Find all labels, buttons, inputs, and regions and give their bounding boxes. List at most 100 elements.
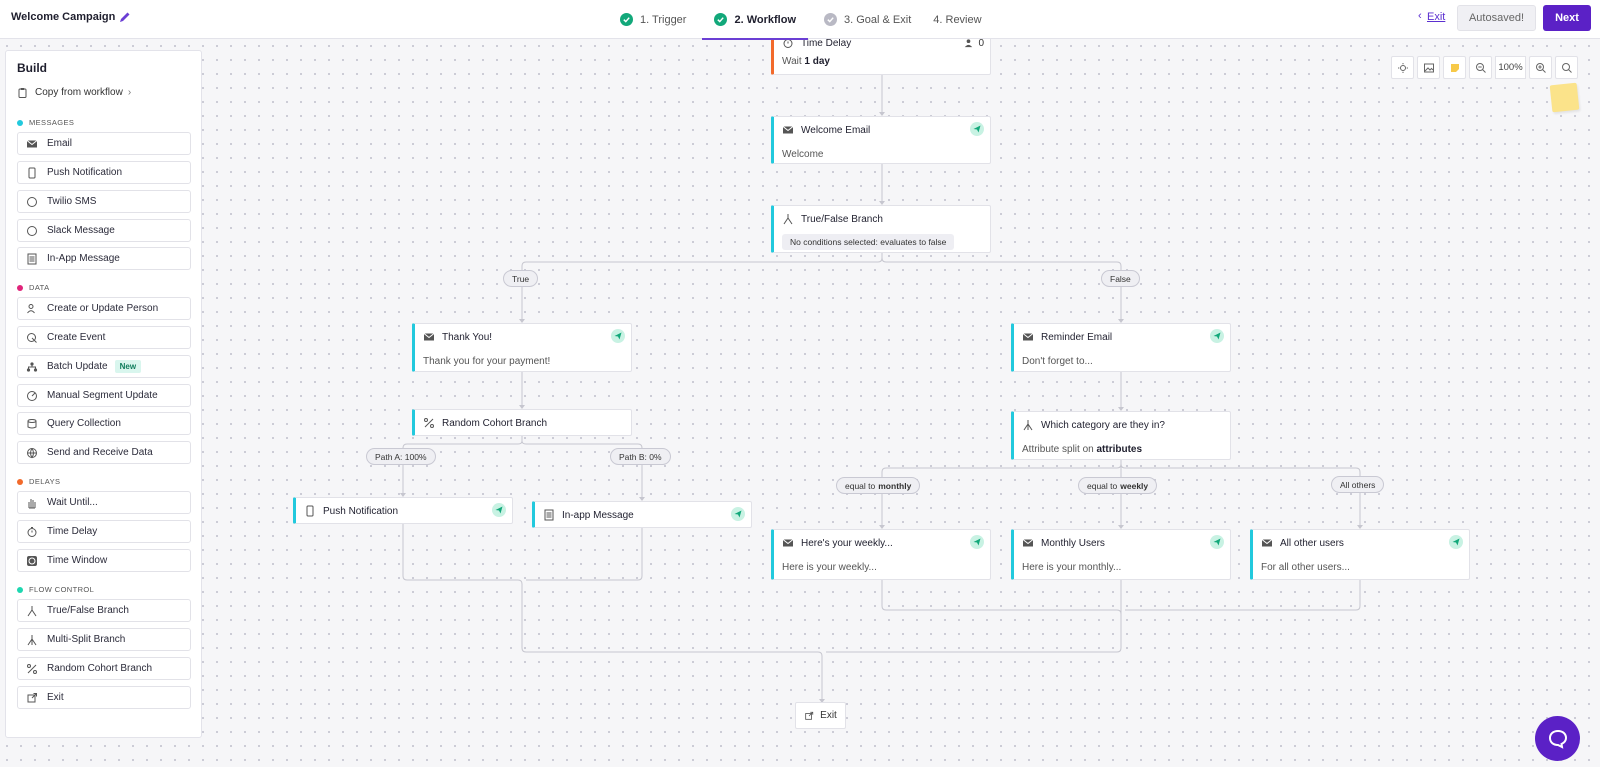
sidebar-item-delay[interactable]: Time Delay	[17, 520, 191, 543]
sidebar-item-label: Multi-Split Branch	[47, 634, 126, 645]
section-delays: DELAYS	[17, 477, 60, 486]
sticky-note[interactable]	[1549, 82, 1580, 113]
exit-link[interactable]: Exit	[1427, 11, 1446, 23]
chat-support-button[interactable]	[1535, 716, 1580, 761]
step-trigger[interactable]: 1. Trigger	[620, 0, 686, 39]
envelope-icon	[423, 331, 435, 343]
welcome-email-node[interactable]: Welcome Email Welcome	[771, 116, 991, 164]
all-other-users-email-node[interactable]: All other users For all other users...	[1250, 529, 1470, 580]
image-icon	[1423, 62, 1435, 74]
sidebar-item-label: Send and Receive Data	[47, 447, 153, 458]
path-b-label[interactable]: Path B: 0%	[610, 448, 671, 465]
campaign-title: Welcome Campaign	[11, 11, 116, 23]
node-title: Monthly Users	[1041, 537, 1105, 549]
in-app-message-node[interactable]: In-app Message	[532, 501, 752, 528]
section-data: DATA	[17, 283, 50, 292]
thank-you-email-node[interactable]: Thank You! Thank you for your payment!	[412, 323, 632, 372]
pencil-icon[interactable]	[118, 10, 132, 24]
envelope-icon	[1022, 537, 1034, 549]
sidebar-item-batch[interactable]: Batch Update New	[17, 355, 191, 378]
workflow-steps: 1. Trigger 2. Workflow 3. Goal & Exit 4.…	[620, 0, 982, 40]
sidebar-item-wait[interactable]: Wait Until...	[17, 491, 191, 514]
copy-from-workflow-link[interactable]: Copy from workflow ›	[17, 87, 131, 98]
node-title: Random Cohort Branch	[442, 417, 548, 429]
sidebar-item-slack[interactable]: Slack Message	[17, 219, 191, 242]
node-title: Time Delay	[801, 37, 852, 49]
sidebar-item-truefalse[interactable]: True/False Branch	[17, 599, 191, 622]
inapp-message-icon	[26, 253, 38, 265]
sticky-note-button[interactable]	[1443, 56, 1466, 79]
count-value: 0	[978, 38, 984, 49]
chat-bubble-icon	[26, 225, 38, 237]
sidebar-item-cohort[interactable]: Random Cohort Branch	[17, 657, 191, 680]
sidebar-item-event[interactable]: Create Event	[17, 326, 191, 349]
monthly-users-email-node[interactable]: Monthly Users Here is your monthly...	[1011, 529, 1231, 580]
section-label: DATA	[29, 283, 50, 292]
new-badge: New	[114, 360, 142, 373]
send-icon	[492, 503, 506, 517]
hierarchy-icon	[26, 361, 38, 373]
step-review[interactable]: 4. Review	[933, 0, 981, 39]
sidebar-item-label: Manual Segment Update	[47, 390, 158, 401]
random-cohort-branch-node[interactable]: Random Cohort Branch	[412, 409, 632, 436]
exit-node[interactable]: Exit	[795, 702, 846, 729]
node-subtitle: Here is your monthly...	[1022, 562, 1122, 573]
image-button[interactable]	[1417, 56, 1440, 79]
top-bar: Welcome Campaign 1. Trigger 2. Workflow …	[0, 0, 1600, 40]
zoom-level: 100%	[1495, 56, 1526, 79]
sidebar-item-person[interactable]: Create or Update Person	[17, 297, 191, 320]
autosaved-button[interactable]: Autosaved!	[1457, 5, 1536, 31]
sidebar-item-window[interactable]: Time Window	[17, 549, 191, 572]
phone-icon	[304, 505, 316, 517]
sidebar-item-label: Time Delay	[47, 526, 98, 537]
envelope-icon	[1022, 331, 1034, 343]
check-icon	[714, 13, 728, 26]
zoom-in-button[interactable]	[1529, 56, 1552, 79]
sidebar-item-twilio[interactable]: Twilio SMS	[17, 190, 191, 213]
lightbulb-button[interactable]	[1391, 56, 1414, 79]
sidebar-item-email[interactable]: Email	[17, 132, 191, 155]
node-title: Here's your weekly...	[801, 537, 893, 549]
sidebar-item-inapp[interactable]: In-App Message	[17, 247, 191, 270]
sidebar-item-send-receive[interactable]: Send and Receive Data	[17, 441, 191, 464]
multi-branch-icon	[26, 634, 38, 646]
branch-icon	[26, 605, 38, 617]
multi-split-branch-node[interactable]: Which category are they in? Attribute sp…	[1011, 411, 1231, 460]
step-workflow[interactable]: 2. Workflow	[702, 0, 808, 40]
zoom-out-button[interactable]	[1469, 56, 1492, 79]
true-false-branch-node[interactable]: True/False Branch No conditions selected…	[771, 205, 991, 253]
search-button[interactable]	[1555, 56, 1578, 79]
chat-bubble-icon	[26, 196, 38, 208]
chevron-left-icon: ‹	[1418, 10, 1422, 22]
section-flow-control: FLOW CONTROL	[17, 585, 94, 594]
reminder-email-node[interactable]: Reminder Email Don't forget to...	[1011, 323, 1231, 372]
step-goal-exit[interactable]: 3. Goal & Exit	[824, 0, 911, 39]
sidebar-item-segment[interactable]: Manual Segment Update	[17, 384, 191, 407]
node-title: In-app Message	[562, 509, 634, 521]
next-button[interactable]: Next	[1543, 5, 1591, 31]
sidebar-item-exit[interactable]: Exit	[17, 686, 191, 709]
sidebar-item-label: Push Notification	[47, 167, 123, 178]
sidebar-item-query[interactable]: Query Collection	[17, 412, 191, 435]
time-delay-node[interactable]: Time Delay 0 Wait 1 day	[771, 33, 991, 75]
sidebar-item-label: True/False Branch	[47, 605, 129, 616]
sidebar-item-push[interactable]: Push Notification	[17, 161, 191, 184]
phone-icon	[26, 167, 38, 179]
path-a-label[interactable]: Path A: 100%	[366, 448, 436, 465]
section-dot	[17, 284, 23, 291]
push-notification-node[interactable]: Push Notification	[293, 497, 513, 524]
node-subtitle: Attribute split on attributes	[1022, 444, 1143, 455]
false-path-label[interactable]: False	[1101, 270, 1140, 287]
node-subtitle: For all other users...	[1261, 562, 1350, 573]
split-others-label[interactable]: All others	[1331, 476, 1385, 493]
weekly-email-node[interactable]: Here's your weekly... Here is your weekl…	[771, 529, 991, 580]
section-label: DELAYS	[29, 477, 61, 486]
sidebar-item-multisplit[interactable]: Multi-Split Branch	[17, 628, 191, 651]
node-title: Welcome Email	[801, 124, 871, 136]
branch-icon	[782, 213, 794, 225]
true-path-label[interactable]: True	[503, 270, 539, 287]
sidebar-item-label: Random Cohort Branch	[47, 663, 153, 674]
step-label: 2. Workflow	[734, 13, 796, 26]
